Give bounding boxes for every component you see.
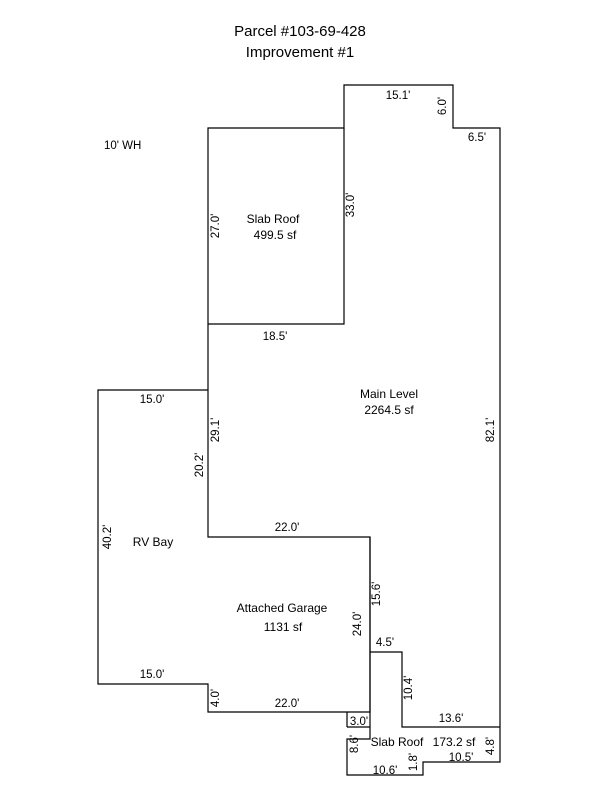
rv-bay-name: RV Bay — [133, 535, 173, 549]
dim-10-4: 10.4' — [403, 676, 415, 701]
wh-note: 10' WH — [104, 140, 141, 152]
dim-6-5: 6.5' — [468, 132, 486, 144]
slab-roof-top-outline — [208, 128, 345, 325]
attached-garage-area: 1131 sf — [264, 620, 303, 634]
slab-roof-bottom-name: Slab Roof — [371, 735, 424, 749]
slab-roof-bottom-area: 173.2 sf — [433, 735, 476, 749]
dim-8-6: 8.6' — [349, 735, 361, 753]
dim-10-5: 10.5' — [449, 752, 474, 764]
dim-82-1: 82.1' — [485, 418, 497, 443]
dim-27-0: 27.0' — [210, 214, 222, 239]
parcel-title: Parcel #103-69-428 — [234, 23, 366, 40]
dim-15-0-bottom: 15.0' — [140, 669, 165, 681]
dim-4-8: 4.8' — [485, 737, 497, 755]
dim-18-5: 18.5' — [263, 331, 288, 343]
dim-29-1: 29.1' — [210, 418, 222, 443]
dim-3-0: 3.0' — [350, 716, 368, 728]
garage-outline — [97, 389, 371, 713]
interior-notch-outline — [370, 651, 500, 728]
dim-40-2: 40.2' — [102, 525, 114, 550]
dim-1-8: 1.8' — [408, 753, 420, 771]
slab-roof-top-area: 499.5 sf — [254, 228, 297, 242]
main-level-name: Main Level — [360, 387, 418, 401]
attached-garage-name: Attached Garage — [237, 601, 328, 615]
dim-22-0-top: 22.0' — [275, 522, 300, 534]
dim-15-1: 15.1' — [386, 90, 411, 102]
dim-33-0: 33.0' — [345, 193, 357, 218]
dim-4-5: 4.5' — [376, 637, 394, 649]
main-level-area: 2264.5 sf — [364, 403, 414, 417]
improvement-title: Improvement #1 — [245, 44, 355, 61]
slab-roof-bottom-outline — [346, 712, 370, 728]
dim-24-0: 24.0' — [352, 612, 364, 637]
dim-15-6: 15.6' — [371, 582, 383, 607]
dim-13-6: 13.6' — [439, 713, 464, 725]
slab-roof-top-name: Slab Roof — [247, 212, 300, 226]
dim-4-0: 4.0' — [210, 689, 222, 707]
main-level-outline — [207, 84, 501, 776]
dim-15-0-top: 15.0' — [140, 394, 165, 406]
dim-10-6: 10.6' — [373, 765, 398, 777]
dim-6-0: 6.0' — [437, 97, 449, 115]
dim-22-0-bottom: 22.0' — [275, 698, 300, 710]
dim-20-2: 20.2' — [194, 453, 206, 478]
